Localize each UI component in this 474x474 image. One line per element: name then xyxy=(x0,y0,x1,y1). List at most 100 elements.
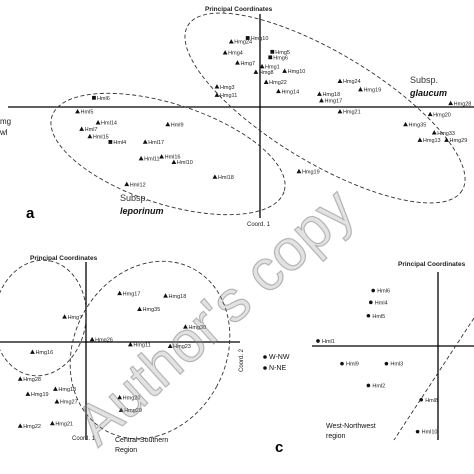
panel-b: Principal Coordinates Coord. 1 Coord. 2 … xyxy=(0,255,245,454)
panel-c-legend-nne-label: N-NE xyxy=(269,365,286,372)
panel-a-point-label-1-9: Hml11 xyxy=(144,157,160,163)
panel-a-group-glaucum-ellipse xyxy=(184,12,466,204)
panel-a-point-1-5 xyxy=(87,133,93,139)
panel-a-point-1-0 xyxy=(92,95,96,100)
panel-a-point-label-0-20: Hmg35 xyxy=(409,122,427,128)
panel-a-point-label-1-7: Hml17 xyxy=(148,140,164,146)
panel-a-point-1-10 xyxy=(171,159,177,164)
panel-c-point-label-0-4: Hml9 xyxy=(346,362,359,368)
panel-a-edge-label-1: mg xyxy=(0,117,11,126)
panel-a-point-label-0-21: Hmg33 xyxy=(437,131,455,137)
panel-a-point-label-0-8: Hmg10 xyxy=(288,69,306,75)
panel-a-point-label-0-17: Hmg28 xyxy=(454,101,472,107)
panel-c-title: Principal Coordinates xyxy=(398,261,466,268)
panel-c-point-label-0-8: Hml10 xyxy=(422,430,438,436)
panel-a-point-0-19 xyxy=(427,111,433,117)
panel-b-point-0-12 xyxy=(183,324,188,329)
panel-c-point-0-5 xyxy=(384,361,389,366)
panel-c-divider-line xyxy=(393,317,474,441)
panel-b-point-label-0-22: Hmg29 xyxy=(124,408,142,414)
panel-a-point-0-17 xyxy=(448,100,454,106)
panel-a-point-label-1-3: Hml9 xyxy=(171,122,184,128)
panel-a-point-0-21 xyxy=(431,130,437,135)
panel-a-leporinum-taxon: leporinum xyxy=(120,206,164,216)
panel-b-point-0-19 xyxy=(25,391,31,396)
panel-b-point-label-0-13: Hmg26 xyxy=(95,337,113,343)
panel-a-point-label-0-0: Hmg10 xyxy=(251,36,269,42)
panel-a-leporinum-label: Subsp. xyxy=(120,193,148,203)
panel-a-point-label-1-2: Hml14 xyxy=(101,121,117,127)
panel-b-point-0-24 xyxy=(49,420,55,426)
panel-b-point-0-18 xyxy=(53,386,58,391)
panel-b-point-0-10 xyxy=(163,293,168,298)
panel-c-region-label-2: region xyxy=(326,433,346,440)
panel-b-x-axis-label: Coord. 1 xyxy=(72,436,96,442)
panel-a-point-label-1-0: Hml6 xyxy=(97,96,110,102)
panel-b-group-2-ellipse xyxy=(69,260,231,440)
panel-a-point-label-1-5: Hml15 xyxy=(93,134,109,140)
panel-c-point-label-0-0: Hml6 xyxy=(377,289,390,295)
panel-b-point-0-9 xyxy=(117,290,123,296)
panel-c-point-0-6 xyxy=(366,383,371,388)
panel-c-point-label-0-1: Hml4 xyxy=(375,300,388,306)
panel-a-point-label-1-1: Hml5 xyxy=(81,110,94,116)
panel-a-point-0-2 xyxy=(222,50,228,55)
panel-c-point-label-0-5: Hml3 xyxy=(390,362,403,368)
panel-c-point-0-3 xyxy=(316,339,320,343)
panel-a-point-0-10 xyxy=(214,84,220,89)
panel-a-point-label-0-7: Hmg1 xyxy=(265,65,280,71)
panel-a-point-0-7 xyxy=(259,63,265,69)
panel-b-y-axis-label: Coord. 2 xyxy=(239,348,245,372)
panel-c-point-0-8 xyxy=(415,429,420,434)
panel-c-point-0-0 xyxy=(371,288,376,293)
panel-a-point-label-0-11: Hmg11 xyxy=(220,93,237,99)
panel-a-group-leporinum-ellipse xyxy=(50,92,286,216)
panel-b-region-label-2: Region xyxy=(115,447,137,454)
panel-a-point-0-24 xyxy=(296,168,302,174)
panel-a-point-1-9 xyxy=(138,155,144,161)
panel-a-letter: a xyxy=(26,205,35,222)
panel-b-title: Principal Coordinates xyxy=(30,255,98,262)
panel-c: Principal Coordinates W-NW N-NE West-Nor… xyxy=(263,261,474,456)
panel-c-point-0-4 xyxy=(340,361,344,366)
panel-a-point-label-0-9: Hmg22 xyxy=(269,80,287,86)
panel-a-glaucum-taxon: glaucum xyxy=(409,88,447,98)
panel-a-point-label-0-2: Hmg4 xyxy=(228,51,243,57)
panel-c-letter: c xyxy=(275,439,283,456)
panel-b-point-0-16 xyxy=(30,349,35,354)
panel-b-point-label-0-16: Hmg16 xyxy=(35,350,53,356)
panel-a-point-0-13 xyxy=(337,78,343,84)
panel-a-point-label-1-12: Hml18 xyxy=(218,175,234,181)
panel-a-point-0-3 xyxy=(270,49,275,54)
panel-c-legend-wnw-label: W-NW xyxy=(269,354,290,361)
panel-c-point-0-2 xyxy=(366,313,371,318)
panel-a-point-label-0-13: Hmg24 xyxy=(343,79,361,85)
panel-c-point-label-0-6: Hml2 xyxy=(372,383,385,389)
panel-b-point-label-0-18: Hmg18 xyxy=(58,387,76,393)
panel-a-point-0-20 xyxy=(403,121,408,127)
panel-a-point-0-11 xyxy=(214,92,220,97)
panel-a-point-label-0-19: Hmg20 xyxy=(433,112,451,118)
panel-b-group-1-ellipse xyxy=(0,259,87,377)
panel-b-point-label-0-9: Hmg17 xyxy=(123,291,141,297)
panel-a-point-0-12 xyxy=(276,88,281,94)
panel-a-point-label-0-23: Hmg29 xyxy=(450,138,468,144)
panel-b-point-label-0-15: Hmg23 xyxy=(173,344,191,350)
panel-c-legend-wnw-marker xyxy=(263,355,267,359)
panel-a-glaucum-label: Subsp. xyxy=(410,75,438,85)
panel-a-point-1-8 xyxy=(159,154,164,159)
panel-a-point-0-18 xyxy=(337,109,343,114)
panel-a-point-label-0-22: Hmg13 xyxy=(423,138,441,144)
panel-a: Principal Coordinates Subsp. glaucum Sub… xyxy=(0,6,474,228)
panel-b-point-label-0-10: Hmg18 xyxy=(169,294,187,300)
panel-a-point-1-12 xyxy=(212,174,218,179)
panel-b-point-label-0-19: Hmg19 xyxy=(31,392,49,398)
panel-a-point-0-14 xyxy=(358,86,363,92)
panel-a-point-label-0-12: Hmg14 xyxy=(281,89,299,95)
panel-a-point-1-4 xyxy=(79,126,85,131)
panel-a-point-label-0-3: Hmg5 xyxy=(275,50,290,56)
panel-a-point-0-8 xyxy=(282,68,287,73)
panel-a-point-0-4 xyxy=(268,55,273,60)
panel-a-point-0-15 xyxy=(317,91,322,96)
